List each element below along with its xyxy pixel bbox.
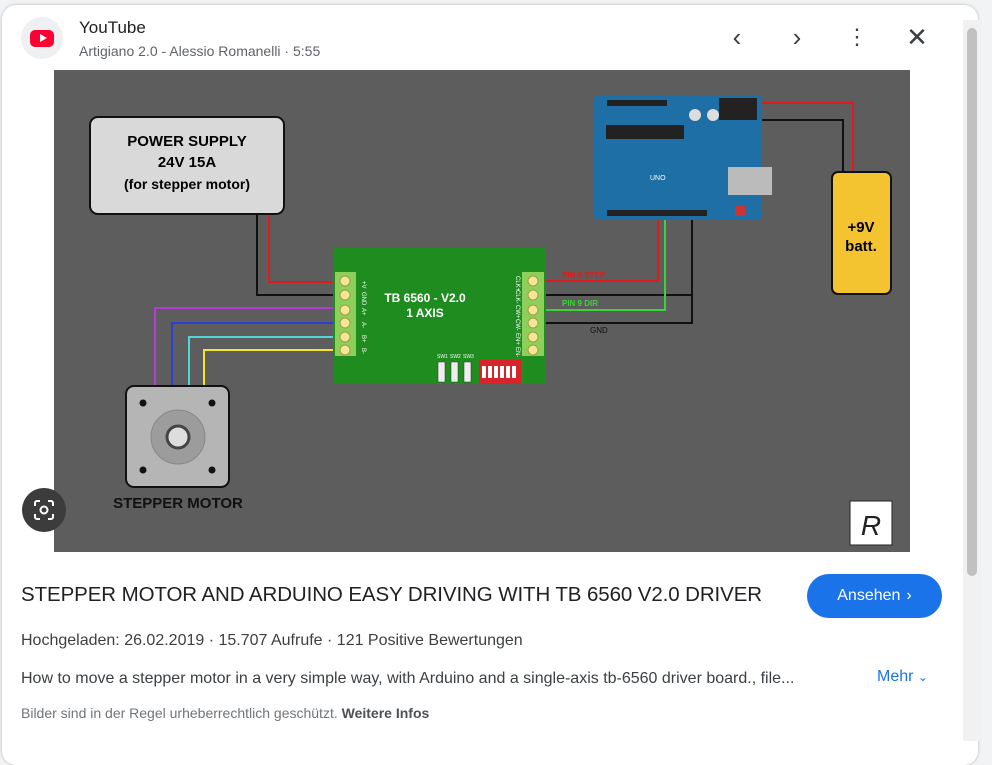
ps-label-1: POWER SUPPLY xyxy=(127,133,246,150)
youtube-logo-icon xyxy=(21,17,63,59)
wire-label-gnd: GND xyxy=(590,326,608,335)
wire-blue xyxy=(171,322,335,386)
pin-label: CW+ xyxy=(514,305,520,319)
power-supply: POWER SUPPLY 24V 15A (for stepper motor) xyxy=(89,116,285,215)
ps-label-2: 24V 15A xyxy=(158,154,217,171)
pin-label: CLK+ xyxy=(514,276,520,292)
chevron-left-icon[interactable]: ‹ xyxy=(732,22,742,52)
chevron-right-icon: › xyxy=(906,587,912,604)
wire-cyan xyxy=(188,336,335,386)
battery: +9V batt. xyxy=(831,171,892,295)
more-label: Mehr xyxy=(877,668,914,685)
chevron-down-icon: ⌄ xyxy=(917,670,928,684)
driver-board: +V GND A+ A- B+ B- CLK+ CLK- CW+ CW- EN+… xyxy=(333,248,546,384)
driver-label-2: 1 AXIS xyxy=(406,306,444,320)
lens-search-icon[interactable] xyxy=(22,488,66,532)
battery-label-2: batt. xyxy=(845,238,877,255)
wire-purple xyxy=(154,307,335,386)
pin-label: A- xyxy=(360,322,366,328)
arduino-label: UNO xyxy=(650,175,666,182)
channel-logo: R xyxy=(849,500,893,546)
wire-clk-gnd xyxy=(544,220,693,296)
copyright-text: Bilder sind in der Regel urheberrechtlic… xyxy=(21,705,338,721)
wire-black-ps xyxy=(256,214,335,296)
pin-label: B- xyxy=(360,348,366,354)
pin-label: +V xyxy=(360,281,366,289)
more-vert-icon[interactable]: ⋮ xyxy=(846,24,868,49)
arduino-board: UNO xyxy=(594,95,772,220)
more-button[interactable]: Mehr ⌄ xyxy=(877,668,928,686)
watch-button[interactable]: Ansehen › xyxy=(807,574,942,618)
battery-label-1: +9V xyxy=(847,219,874,236)
pin-label: CW- xyxy=(514,319,520,331)
switch-label: SW1 xyxy=(437,354,448,360)
motor-label: STEPPER MOTOR xyxy=(113,495,243,512)
chevron-right-icon[interactable]: › xyxy=(792,22,802,52)
result-title[interactable]: STEPPER MOTOR AND ARDUINO EASY DRIVING W… xyxy=(21,583,762,606)
pin-label: GND xyxy=(360,292,366,306)
result-description: How to move a stepper motor in a very si… xyxy=(21,670,795,687)
scrollbar[interactable] xyxy=(963,20,981,741)
pin-label: B+ xyxy=(360,335,366,343)
wire-label-step: PIN 8 STEP xyxy=(562,271,606,280)
copyright-notice: Bilder sind in der Regel urheberrechtlic… xyxy=(21,705,429,721)
stepper-motor: STEPPER MOTOR xyxy=(113,385,243,512)
watch-label: Ansehen xyxy=(837,587,901,604)
close-icon[interactable]: ✕ xyxy=(906,22,928,52)
scrollbar-thumb[interactable] xyxy=(967,28,977,576)
driver-label-1: TB 6560 - V2.0 xyxy=(384,291,466,305)
preview-image[interactable]: POWER SUPPLY 24V 15A (for stepper motor)… xyxy=(54,70,910,552)
wire-dir xyxy=(544,220,666,311)
wire-gnd xyxy=(544,295,693,324)
pin-label: EN- xyxy=(514,347,520,357)
pin-label: EN+ xyxy=(514,333,520,345)
wire-batt-black xyxy=(754,119,844,172)
pin-label: CLK- xyxy=(514,290,520,304)
wire-red-ps xyxy=(268,214,335,283)
switch-label: SW3 xyxy=(463,354,474,360)
source-name[interactable]: YouTube xyxy=(79,18,146,37)
ps-label-3: (for stepper motor) xyxy=(124,176,250,192)
wire-step xyxy=(544,220,659,282)
switch-label: SW2 xyxy=(450,354,461,360)
source-subtitle: Artigiano 2.0 - Alessio Romanelli · 5:55 xyxy=(79,43,321,59)
wire-label-dir: PIN 9 DIR xyxy=(562,299,598,308)
pin-label: A+ xyxy=(360,308,366,316)
svg-text:R: R xyxy=(861,510,881,541)
wire-batt-red xyxy=(754,102,854,172)
result-meta: Hochgeladen: 26.02.2019 · 15.707 Aufrufe… xyxy=(21,632,523,649)
more-info-link[interactable]: Weitere Infos xyxy=(341,705,430,721)
wire-yellow xyxy=(203,349,335,386)
